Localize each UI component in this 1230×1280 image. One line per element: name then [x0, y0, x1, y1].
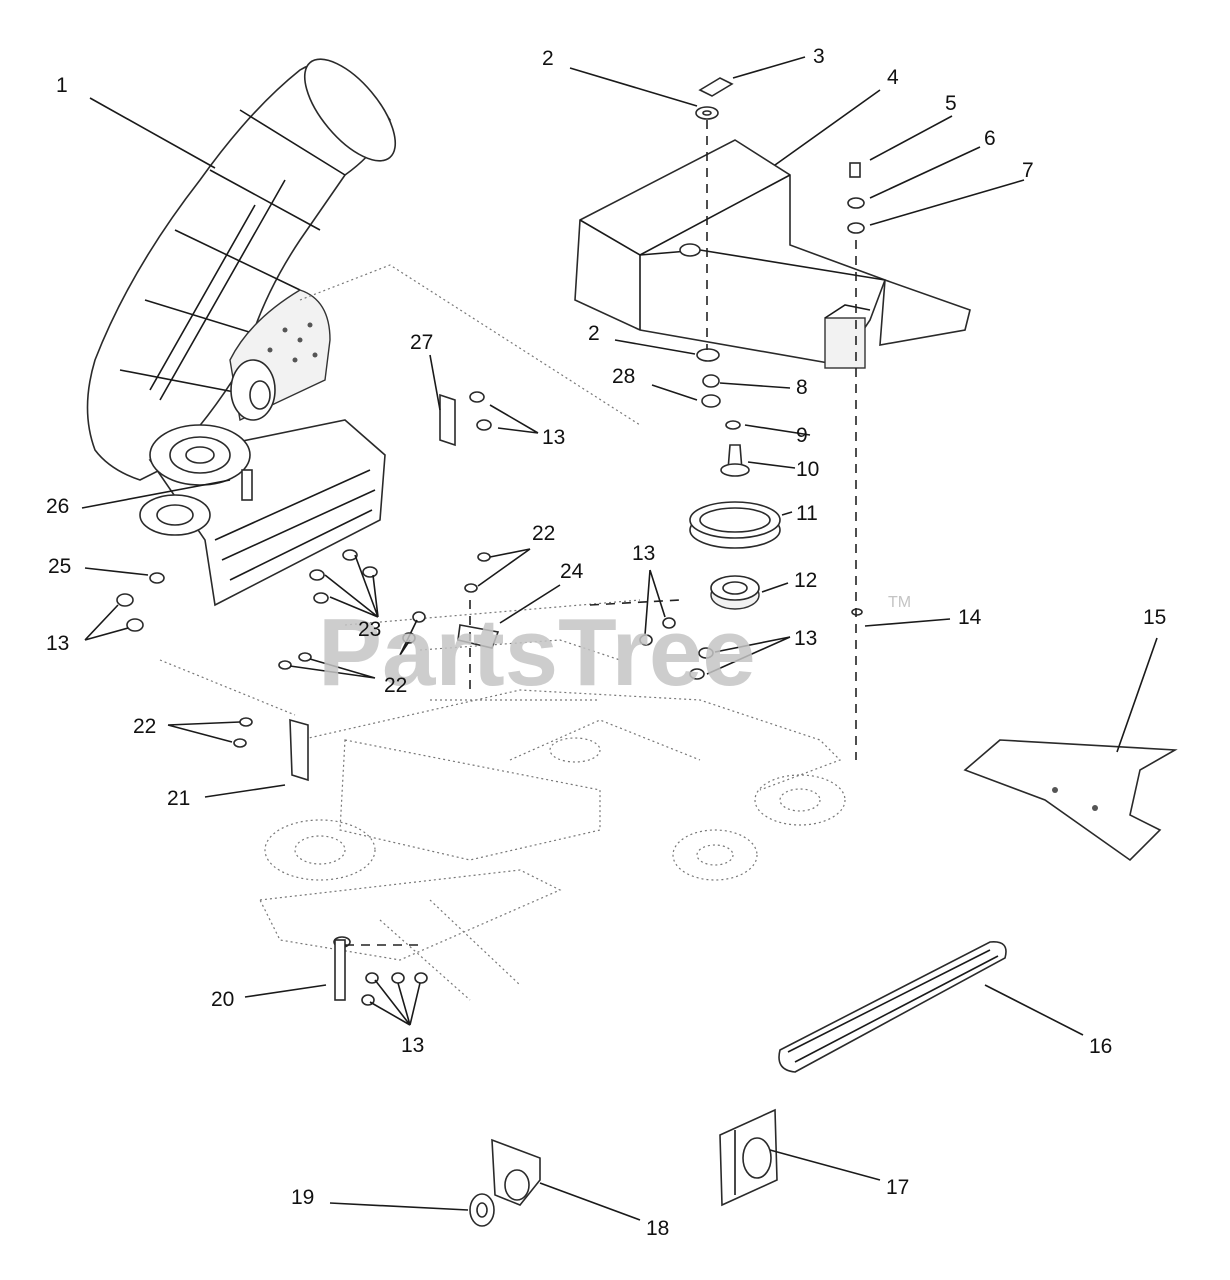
part-19-spacer: [469, 1193, 495, 1227]
callout-24: 24: [560, 560, 584, 583]
watermark-brand: PartsTree: [318, 599, 756, 706]
callout-22b: 22: [384, 674, 407, 697]
part-1-discharge-chute: [86, 58, 397, 481]
callout-19: 19: [291, 1186, 314, 1209]
center-lines: [345, 120, 857, 946]
callout-21: 21: [167, 787, 190, 810]
callout-8: 8: [796, 376, 808, 399]
part-16-belt: [778, 941, 1007, 1073]
callout-13d: 13: [794, 627, 817, 650]
callout-labels: 1 2 3 4 5 6 7 2 28 8 27 13 9 10 11 26 22…: [46, 45, 1166, 1240]
callout-10: 10: [796, 458, 819, 481]
callout-23: 23: [358, 618, 381, 641]
callout-28: 28: [612, 365, 635, 388]
fasteners-top: [695, 77, 865, 477]
callout-11: 11: [796, 502, 818, 525]
callout-16: 16: [1089, 1035, 1112, 1058]
callout-25: 25: [48, 555, 71, 578]
callout-4: 4: [887, 66, 899, 89]
callout-18: 18: [646, 1217, 669, 1240]
callout-5: 5: [945, 92, 957, 115]
callout-7: 7: [1022, 159, 1034, 182]
callout-3: 3: [813, 45, 825, 68]
mower-deck-assembly: [259, 639, 846, 1001]
callout-1: 1: [56, 74, 68, 97]
callout-12: 12: [794, 569, 817, 592]
part-11-pulley: [689, 501, 781, 549]
callout-26: 26: [46, 495, 69, 518]
watermark: PartsTree TM: [318, 594, 911, 706]
part-4-belt-cover: [574, 139, 971, 369]
callout-9: 9: [796, 424, 808, 447]
callout-2b: 2: [588, 322, 600, 345]
callout-15: 15: [1143, 606, 1166, 629]
callout-6: 6: [984, 127, 996, 150]
callout-27: 27: [410, 331, 433, 354]
callout-2: 2: [542, 47, 554, 70]
callout-22a: 22: [532, 522, 555, 545]
callout-13c: 13: [46, 632, 69, 655]
callout-13b: 13: [632, 542, 655, 565]
fastener-group: [116, 391, 863, 1006]
callout-17: 17: [886, 1176, 909, 1199]
blower-housing-frame: [139, 264, 641, 716]
leader-lines: [81, 56, 1158, 1221]
callout-13a: 13: [542, 426, 565, 449]
watermark-trademark: TM: [888, 594, 911, 611]
callout-20: 20: [211, 988, 234, 1011]
callout-14: 14: [958, 606, 982, 629]
part-15-plate: [963, 739, 1178, 862]
part-17-bracket: [719, 1108, 778, 1207]
part-18-bracket: [491, 1138, 541, 1206]
part-12-bushing: [710, 575, 760, 610]
callout-22c: 22: [133, 715, 156, 738]
callout-13e: 13: [401, 1034, 424, 1057]
